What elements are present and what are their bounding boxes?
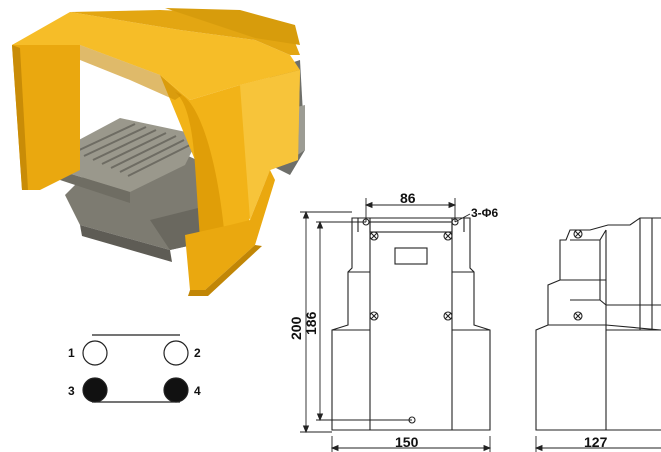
dimension-lines-front xyxy=(300,198,492,452)
screw-icon xyxy=(443,231,453,241)
dimension-lines-side xyxy=(534,436,661,452)
contact-label-2: 2 xyxy=(194,346,201,360)
dimension-hole-spec: 3-Φ6 xyxy=(471,206,499,220)
screw-icon xyxy=(369,311,379,321)
screw-icon xyxy=(369,231,379,241)
screw-icon xyxy=(443,311,453,321)
contact-label-1: 1 xyxy=(68,346,75,360)
dimension-side-depth: 127 xyxy=(584,434,608,450)
dimension-overall-height: 200 xyxy=(288,316,304,340)
contact-label-4: 4 xyxy=(194,384,201,398)
screw-icon xyxy=(573,311,583,321)
contact-label-3: 3 xyxy=(68,384,75,398)
foot-pedal-photo xyxy=(12,8,305,296)
dimension-inner-height: 186 xyxy=(303,311,319,335)
open-circle-icon xyxy=(163,340,189,366)
filled-circle-icon xyxy=(82,377,108,403)
side-view-drawing xyxy=(535,217,661,431)
open-circle-icon xyxy=(82,340,108,366)
label-window xyxy=(394,247,428,265)
filled-circle-icon xyxy=(163,377,189,403)
dimension-top-width: 86 xyxy=(400,190,416,206)
contact-diagram xyxy=(82,334,189,403)
front-view-drawing xyxy=(331,217,491,431)
dimension-base-width: 150 xyxy=(395,434,419,450)
screw-icon xyxy=(573,229,583,239)
